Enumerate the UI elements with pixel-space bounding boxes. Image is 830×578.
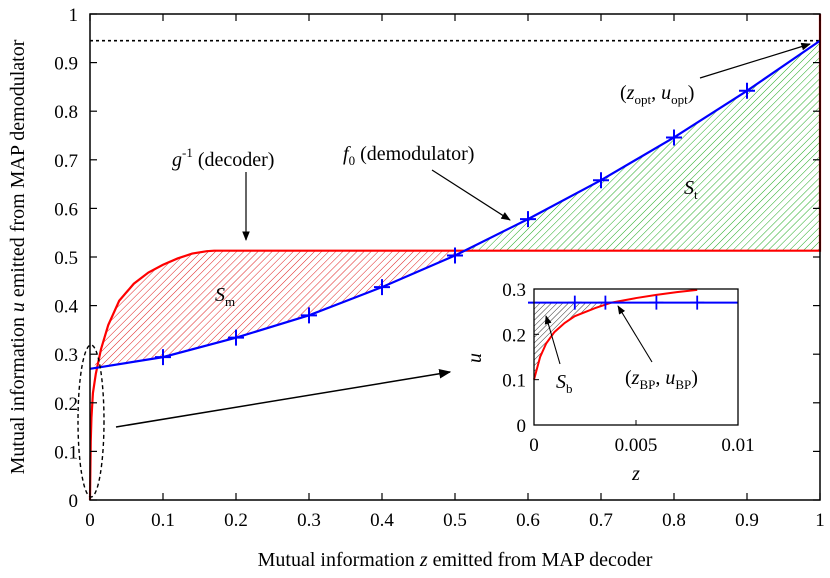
region-s-m [93,250,456,369]
region-s-t [455,40,820,256]
bp-point-label: (zBP, uBP) [625,367,698,392]
region-s-b [534,302,612,380]
inset-x-tick-label: 0.01 [721,435,754,456]
demodulator-marker [155,349,171,366]
inset-demodulator-marker [567,295,582,310]
x-tick-label: 0.2 [224,510,248,531]
x-tick-label: 0.8 [662,510,686,531]
bp-point-arrow [617,305,653,363]
x-tick-label: 0.5 [443,510,467,531]
inset-y-tick-label: 0 [517,416,527,437]
inset-x-label: z [631,463,640,485]
y-tick-label: 0.9 [54,54,78,75]
y-axis-label: Mutual information u emitted from MAP de… [7,39,29,474]
demodulator-marker [520,211,536,228]
y-tick-label: 0.4 [54,297,78,318]
inset-y-tick-label: 0.3 [502,280,526,301]
demodulator-marker [666,129,682,146]
demodulator-marker [593,172,609,189]
demodulator-marker [739,82,755,99]
y-tick-label: 0.7 [54,151,78,172]
inset-x-tick-label: 0.005 [615,435,658,456]
region-s-t-label: St [684,177,698,202]
y-tick-label: 0.8 [54,102,78,123]
demodulator-marker [447,247,463,264]
inset-demodulator-markers [567,295,705,310]
y-tick-label: 0.3 [54,345,78,366]
inset-x-tick-label: 0 [529,435,539,456]
x-tick-label: 0.7 [589,510,613,531]
inset-demodulator-marker [598,295,613,310]
opt-point-arrow [699,42,811,79]
inset-x-ticks: 0 0.005 0.01 [529,420,755,456]
x-tick-label: 0.9 [735,510,759,531]
x-tick-label: 1 [815,510,825,531]
inset-decoder-curve [533,288,698,380]
y-axis-ticks: 0 0.1 0.2 0.3 0.4 0.5 0.6 0.7 0.8 0.9 1 [54,5,820,512]
x-axis-ticks: 0 0.1 0.2 0.3 0.4 0.5 0.6 0.7 0.8 0.9 1 [85,14,825,531]
region-s-m-label: Sm [215,284,235,309]
y-tick-label: 0.5 [54,248,78,269]
y-tick-label: 0 [69,491,79,512]
y-tick-label: 0.1 [54,442,78,463]
x-tick-label: 0.3 [297,510,321,531]
demodulator-arrow [431,169,511,221]
y-tick-label: 0.6 [54,199,78,220]
demodulator-label: f0 (demodulator) [343,143,474,168]
inset-y-label: u [464,353,486,363]
inset-y-ticks: 0 0.1 0.2 0.3 [502,280,539,437]
x-tick-label: 0.6 [516,510,540,531]
inset-y-tick-label: 0.1 [502,371,526,392]
demodulator-markers [155,82,755,366]
s-b-arrow [544,315,561,365]
opt-point-label: (zopt, uopt) [620,82,694,107]
inset-demodulator-marker [649,295,664,310]
zoom-arrow [115,369,452,428]
x-tick-label: 0.4 [370,510,394,531]
zoom-region-ellipse [77,344,105,498]
y-tick-label: 1 [69,5,79,26]
inset-demodulator-marker [690,295,705,310]
x-tick-label: 0 [85,510,95,531]
region-s-b-label: Sb [556,371,573,396]
y-tick-label: 0.2 [54,394,78,415]
demodulator-marker [301,307,317,324]
demodulator-marker [228,329,244,346]
decoder-label: g-1 (decoder) [172,145,274,171]
x-axis-label: Mutual information z emitted from MAP de… [258,549,653,571]
decoder-curve [88,14,822,501]
x-tick-label: 0.1 [151,510,175,531]
demodulator-marker [374,279,390,296]
inset-y-tick-label: 0.2 [502,325,526,346]
